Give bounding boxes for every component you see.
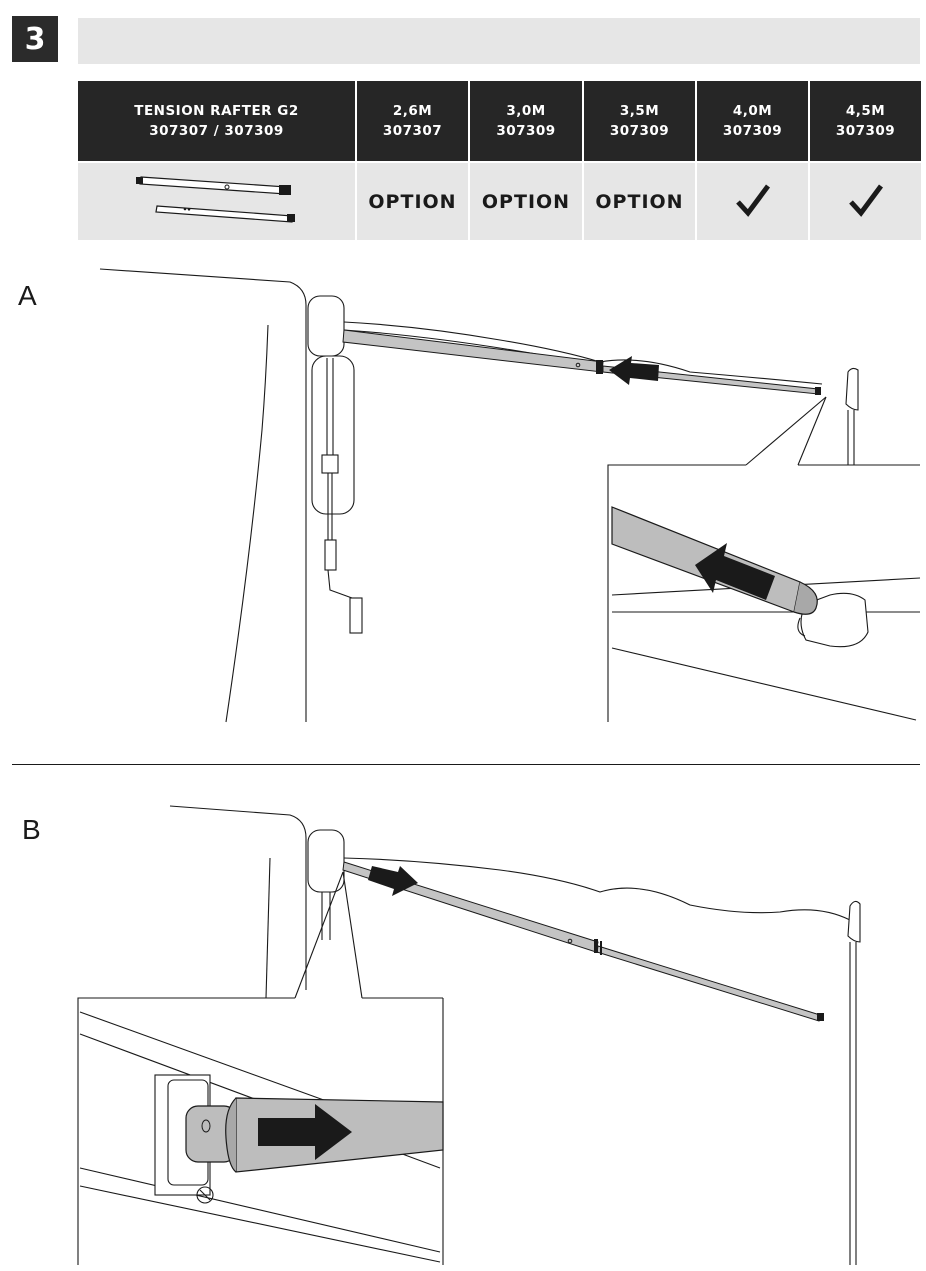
arrow-icon bbox=[609, 356, 659, 385]
table-row: OPTION OPTION OPTION bbox=[78, 161, 921, 240]
size-header-2-6: 2,6M 307307 bbox=[355, 81, 469, 162]
check-icon bbox=[848, 184, 883, 217]
panel-a-illustration bbox=[99, 268, 921, 723]
product-codes: 307307 / 307309 bbox=[149, 123, 284, 139]
panel-b-label: B bbox=[22, 814, 41, 845]
panel-a-label: A bbox=[18, 280, 37, 311]
size-label: 4,0M bbox=[732, 103, 773, 119]
step-header-bar bbox=[78, 18, 920, 64]
size-code: 307309 bbox=[609, 123, 670, 139]
size-code: 307309 bbox=[835, 123, 896, 139]
section-divider bbox=[12, 764, 920, 765]
size-header-4-5: 4,5M 307309 bbox=[808, 81, 921, 162]
arrow-icon bbox=[258, 1104, 352, 1160]
table-header-row: TENSION RAFTER G2 307307 / 307309 2,6M 3… bbox=[78, 81, 921, 162]
size-label: 3,5M bbox=[619, 103, 660, 119]
arrow-icon bbox=[368, 866, 418, 896]
option-label: OPTION bbox=[595, 190, 684, 213]
value-cell-2-6: OPTION bbox=[355, 161, 469, 240]
compatibility-table: TENSION RAFTER G2 307307 / 307309 2,6M 3… bbox=[78, 81, 921, 240]
rafter-parts-icon bbox=[135, 175, 295, 223]
panel-b-illustration bbox=[77, 805, 861, 1265]
check-icon bbox=[735, 184, 770, 217]
product-image-cell bbox=[78, 161, 356, 240]
product-name: TENSION RAFTER G2 bbox=[134, 103, 299, 119]
value-cell-3-0: OPTION bbox=[468, 161, 583, 240]
step-number-badge: 3 bbox=[12, 16, 58, 62]
size-label: 3,0M bbox=[506, 103, 546, 119]
size-code: 307309 bbox=[496, 123, 556, 139]
size-code: 307307 bbox=[382, 123, 443, 139]
size-header-3-0: 3,0M 307309 bbox=[468, 81, 583, 162]
size-code: 307309 bbox=[722, 123, 783, 139]
value-cell-3-5: OPTION bbox=[582, 161, 696, 240]
option-label: OPTION bbox=[481, 190, 571, 213]
value-cell-4-5 bbox=[808, 161, 921, 240]
size-label: 4,5M bbox=[845, 103, 886, 119]
size-header-3-5: 3,5M 307309 bbox=[582, 81, 696, 162]
arrow-icon bbox=[695, 543, 775, 600]
value-cell-4-0 bbox=[695, 161, 809, 240]
product-header: TENSION RAFTER G2 307307 / 307309 bbox=[78, 81, 356, 162]
size-header-4-0: 4,0M 307309 bbox=[695, 81, 809, 162]
size-label: 2,6M bbox=[392, 103, 433, 119]
option-label: OPTION bbox=[368, 190, 457, 213]
